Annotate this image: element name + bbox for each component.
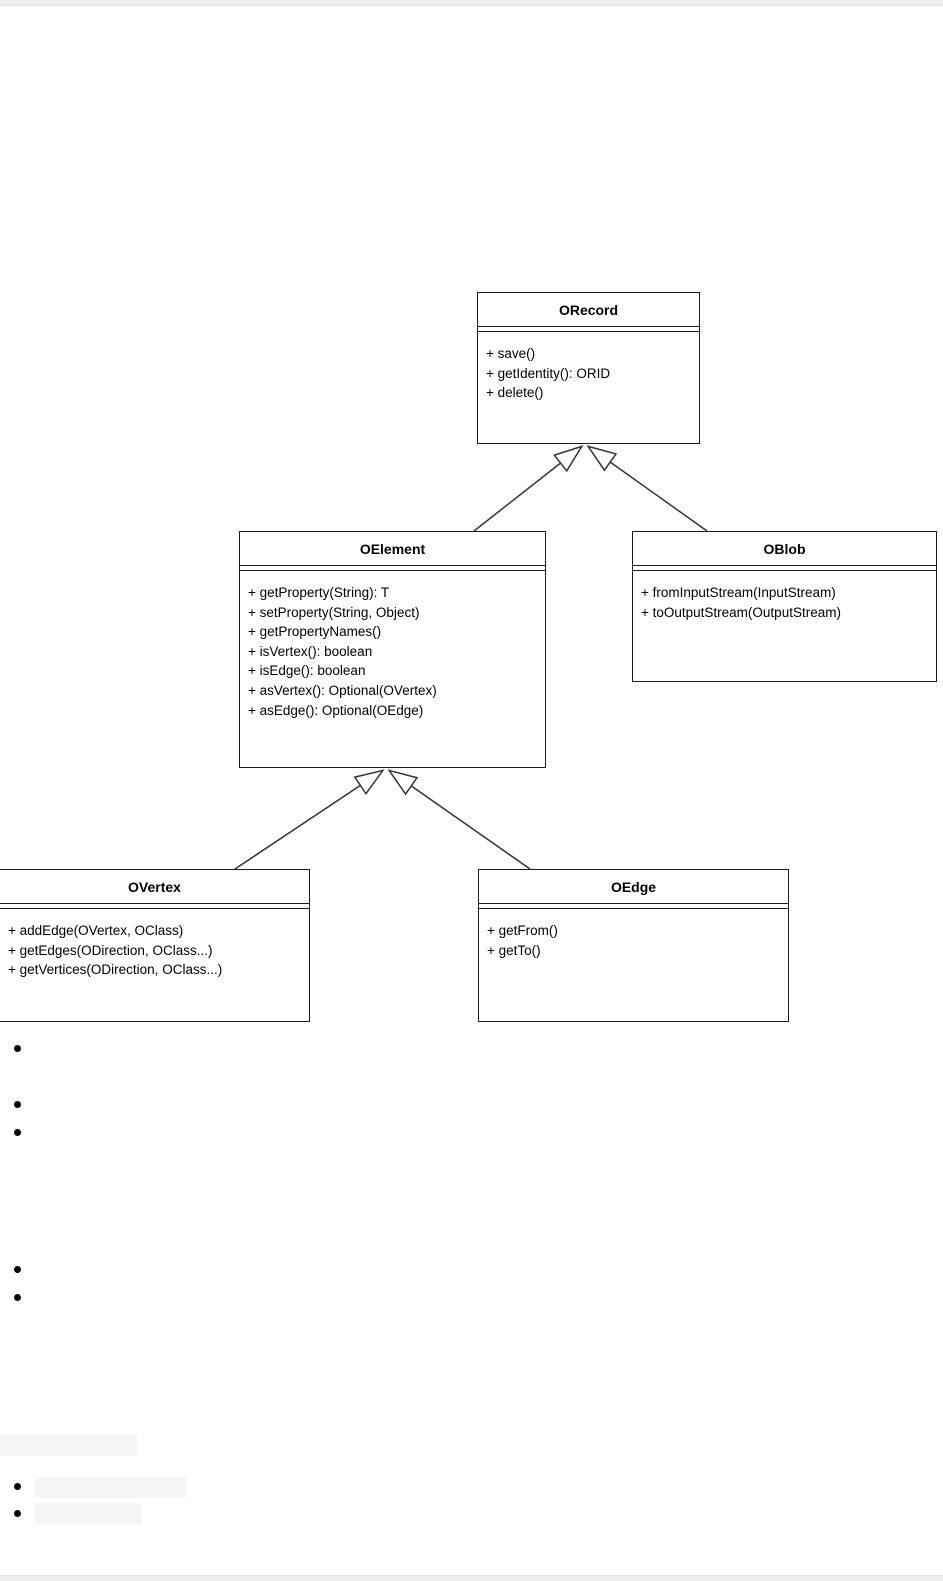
inline-code-placeholder: [35, 1477, 186, 1498]
method-item: + isVertex(): boolean: [248, 643, 373, 659]
methods-compartment: + getFrom() + getTo(): [479, 909, 788, 960]
method-item: + asVertex(): Optional(OVertex): [248, 682, 437, 698]
method-item: + asEdge(): Optional(OEdge): [248, 702, 424, 718]
inline-code-placeholder: [35, 1503, 142, 1525]
generalization-oedge-oelement: [390, 771, 531, 870]
list-bullet: [14, 1101, 21, 1108]
generalization-oblob-orecord: [589, 447, 708, 532]
page-top-edge: [0, 0, 943, 6]
method-item: + isEdge(): boolean: [248, 663, 366, 679]
class-title-oelement: OElement: [240, 532, 545, 566]
inline-code-placeholder: [0, 1434, 137, 1456]
method-item: + setProperty(String, Object): [248, 604, 420, 620]
class-box-oelement: OElement + getProperty(String): T + setP…: [239, 531, 546, 768]
page-bottom-edge: [0, 1575, 943, 1581]
method-item: + save(): [486, 346, 536, 361]
method-item: + getPropertyNames(): [248, 624, 382, 640]
class-box-overtex: OVertex + addEdge(OVertex, OClass) + get…: [0, 869, 310, 1022]
class-title-oblob: OBlob: [633, 532, 936, 566]
list-bullet: [14, 1266, 21, 1273]
methods-compartment: + getProperty(String): T + setProperty(S…: [240, 571, 545, 720]
method-item: + toOutputStream(OutputStream): [641, 604, 841, 620]
class-title-oedge: OEdge: [479, 870, 788, 904]
list-bullet: [14, 1045, 21, 1052]
method-item: + getVertices(ODirection, OClass...): [8, 962, 223, 978]
class-title-orecord: ORecord: [478, 293, 699, 327]
method-item: + getTo(): [487, 942, 541, 958]
list-bullet: [14, 1510, 21, 1517]
attributes-compartment: [479, 904, 788, 909]
method-item: + getFrom(): [487, 923, 558, 938]
method-item: + getProperty(String): T: [248, 585, 390, 600]
methods-compartment: + save() + getIdentity(): ORID + delete(…: [478, 332, 699, 403]
class-box-orecord: ORecord + save() + getIdentity(): ORID +…: [477, 292, 700, 444]
list-bullet: [14, 1129, 21, 1136]
attributes-compartment: [0, 904, 309, 909]
generalization-overtex-oelement: [234, 771, 382, 870]
generalization-oelement-orecord: [473, 447, 581, 532]
method-item: + delete(): [486, 385, 544, 401]
methods-compartment: + addEdge(OVertex, OClass) + getEdges(OD…: [0, 909, 309, 980]
method-item: + addEdge(OVertex, OClass): [8, 923, 184, 938]
attributes-compartment: [478, 327, 699, 332]
method-item: + getEdges(ODirection, OClass...): [8, 942, 213, 958]
list-bullet: [14, 1483, 21, 1490]
class-title-overtex: OVertex: [0, 870, 309, 904]
attributes-compartment: [633, 566, 936, 571]
attributes-compartment: [240, 566, 545, 571]
methods-compartment: + fromInputStream(InputStream) + toOutpu…: [633, 571, 936, 622]
method-item: + fromInputStream(InputStream): [641, 585, 836, 600]
method-item: + getIdentity(): ORID: [486, 365, 611, 381]
list-bullet: [14, 1294, 21, 1301]
class-box-oedge: OEdge + getFrom() + getTo(): [478, 869, 789, 1022]
class-box-oblob: OBlob + fromInputStream(InputStream) + t…: [632, 531, 937, 682]
